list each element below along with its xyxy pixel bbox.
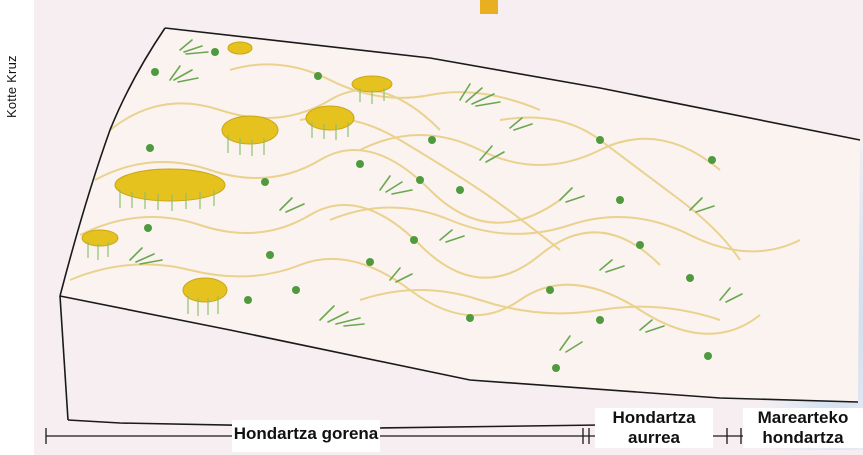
zone-scale-bar	[46, 428, 858, 444]
zone-label-hondartza-gorena: Hondartza gorena	[232, 420, 380, 452]
zone-label-text: Hondartza gorena	[234, 424, 379, 443]
zone-label-hondartza-aurrea: Hondartza aurrea	[595, 408, 713, 448]
zone-label-line1: Hondartza	[595, 408, 713, 428]
zone-label-line1: Marearteko	[743, 408, 863, 428]
beach-top-face	[60, 28, 860, 402]
zone-label-marearteko-hondartza: Marearteko hondartza	[743, 408, 863, 448]
zone-label-line2: hondartza	[743, 428, 863, 448]
zone-label-line2: aurrea	[595, 428, 713, 448]
